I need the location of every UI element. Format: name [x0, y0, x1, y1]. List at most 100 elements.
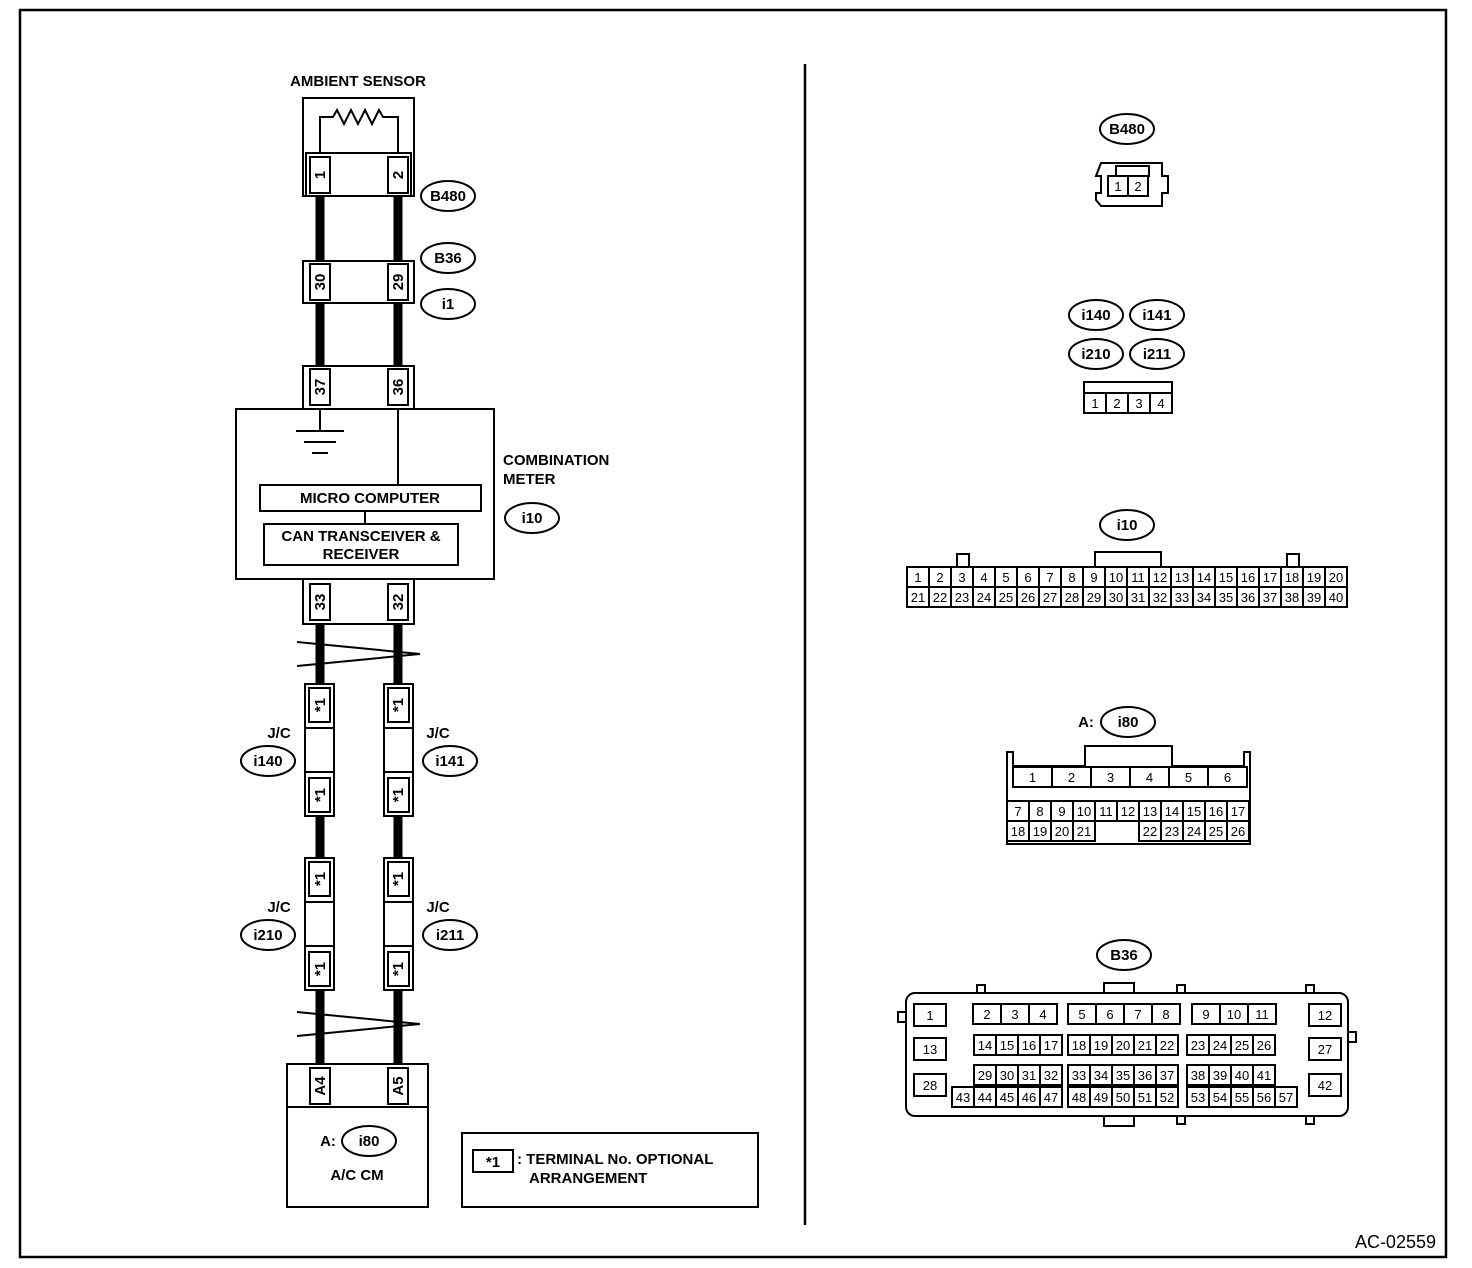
- connector-tag-i80-view: [1100, 706, 1156, 738]
- i10-pin-19: 19: [1307, 570, 1321, 585]
- jc-label-i211: J/C: [426, 899, 450, 916]
- b36-pin-34: 34: [1094, 1068, 1108, 1083]
- i10-pin-33: 33: [1175, 590, 1189, 605]
- i80-pin-12: 12: [1121, 804, 1135, 819]
- connector-label-i80: i80: [359, 1133, 380, 1150]
- i10-pin-13: 13: [1175, 570, 1189, 585]
- can-transceiver-label-1: CAN TRANSCEIVER &: [281, 528, 440, 545]
- b36-pin-27: 27: [1318, 1042, 1332, 1057]
- b36-pin-11: 11: [1255, 1007, 1269, 1022]
- b36-pin-4-box: [1028, 1003, 1058, 1025]
- b36-pin-18: 18: [1072, 1038, 1086, 1053]
- b36-pin-26-box: [1252, 1034, 1276, 1056]
- b480-view: B480 1 2: [1094, 113, 1169, 207]
- i10-pin-12: 12: [1153, 570, 1167, 585]
- i80-pin-18: 18: [1011, 824, 1025, 839]
- jc-pin-label: *1: [390, 872, 407, 886]
- i80-pin-1: 1: [1029, 770, 1036, 785]
- i10-pin-26: 26: [1021, 590, 1035, 605]
- b36-latch: [897, 1011, 907, 1023]
- connector-tag-b480-view: [1099, 113, 1155, 145]
- connector-tag-i1: [420, 288, 476, 320]
- i10-pin-34: 34: [1197, 590, 1211, 605]
- b36-pin-33: 33: [1072, 1068, 1086, 1083]
- pin-label-30: 30: [312, 274, 329, 291]
- jc-label-i140: J/C: [267, 725, 291, 742]
- legend-symbol-box: [472, 1149, 514, 1173]
- i10-pin-4: 4: [980, 570, 987, 585]
- connector-label-i10-view: i10: [1117, 517, 1138, 534]
- jc-pin-label: *1: [390, 788, 407, 802]
- b36-pin-49: 49: [1094, 1090, 1108, 1105]
- pin-label-29: 29: [390, 274, 407, 291]
- jc-label-i141: J/C: [426, 725, 450, 742]
- connector-label-i10: i10: [522, 510, 543, 527]
- connector-tag-i80: [341, 1125, 397, 1157]
- b36-pin-42-box: [1308, 1073, 1342, 1097]
- i10-pin-31: 31: [1131, 590, 1145, 605]
- b36-latch: [1347, 1031, 1357, 1043]
- b36-pin-13: 13: [923, 1042, 937, 1057]
- b36-pin-37: 37: [1160, 1068, 1174, 1083]
- b36-pin-2: 2: [983, 1007, 990, 1022]
- connector-label-i140: i140: [253, 753, 282, 770]
- pin-label-a4: A4: [312, 1076, 329, 1096]
- i10-pin-20: 20: [1329, 570, 1343, 585]
- connector-label-i140-view: i140: [1081, 307, 1110, 324]
- jc-pin-label: *1: [312, 962, 329, 976]
- i10-pin-18: 18: [1285, 570, 1299, 585]
- i80-pin-6: 6: [1224, 770, 1231, 785]
- b36-pin-29: 29: [978, 1068, 992, 1083]
- i10-pin-7: 7: [1046, 570, 1053, 585]
- i10-pin-37: 37: [1263, 590, 1277, 605]
- doc-code: AC-02559: [1355, 1232, 1436, 1252]
- b36-pin-13-box: [913, 1037, 947, 1061]
- b36-pin-25: 25: [1235, 1038, 1249, 1053]
- b36-pin-3: 3: [1011, 1007, 1018, 1022]
- i10-pin-2: 2: [936, 570, 943, 585]
- pin-box-a4: [309, 1067, 331, 1105]
- b36-pin-19: 19: [1094, 1038, 1108, 1053]
- i80-pin-22: 22: [1143, 824, 1157, 839]
- b36-pin-17: 17: [1044, 1038, 1058, 1053]
- i80-pin-16: 16: [1209, 804, 1223, 819]
- i10-pin-25: 25: [999, 590, 1013, 605]
- ambient-sensor-title: AMBIENT SENSOR: [290, 73, 426, 90]
- connector-label-i141: i141: [435, 753, 464, 770]
- b36-pin-42: 42: [1318, 1078, 1332, 1093]
- pin-box-36: [387, 368, 409, 406]
- b36-pin-56: 56: [1257, 1090, 1271, 1105]
- i10-pin-30: 30: [1109, 590, 1123, 605]
- connector-label-i80-view: i80: [1118, 714, 1139, 731]
- b36-pin-8-box: [1151, 1003, 1181, 1025]
- i80-pin-26: 26: [1231, 824, 1245, 839]
- b36-pin-38: 38: [1191, 1068, 1205, 1083]
- i10-pin-40-box: [1324, 586, 1348, 608]
- connector-tag-i141-view: [1129, 299, 1185, 331]
- i80-pin-23: 23: [1165, 824, 1179, 839]
- i10-pin-36: 36: [1241, 590, 1255, 605]
- b36-pin-27-box: [1308, 1037, 1342, 1061]
- b36-pin-37-box: [1155, 1064, 1179, 1086]
- i80-pin-7: 7: [1014, 804, 1021, 819]
- can-transceiver-label-2: RECEIVER: [323, 546, 400, 563]
- frame: [18, 8, 1448, 1259]
- b36-pin-17-box: [1039, 1034, 1063, 1056]
- ac-cm-name: A/C CM: [330, 1167, 383, 1184]
- b36-pin-44: 44: [978, 1090, 992, 1105]
- pin-box-2: [387, 156, 409, 194]
- i10-pin-6: 6: [1024, 570, 1031, 585]
- connector-label-b480-view: B480: [1109, 121, 1145, 138]
- b36-pin-41-box: [1252, 1064, 1276, 1086]
- i80-pin-4: 4: [1146, 770, 1153, 785]
- jc4-view: i140 i141 i210 i211 1 2 3 4: [1068, 299, 1185, 414]
- b36-pin-47-box: [1039, 1086, 1063, 1108]
- i10-pin-14: 14: [1197, 570, 1211, 585]
- b36-pin-15: 15: [1000, 1038, 1014, 1053]
- b36-pin-22-box: [1155, 1034, 1179, 1056]
- b36-pin-4: 4: [1039, 1007, 1046, 1022]
- b36-pin-12-box: [1308, 1003, 1342, 1027]
- b480-pin-2: 2: [1134, 179, 1141, 194]
